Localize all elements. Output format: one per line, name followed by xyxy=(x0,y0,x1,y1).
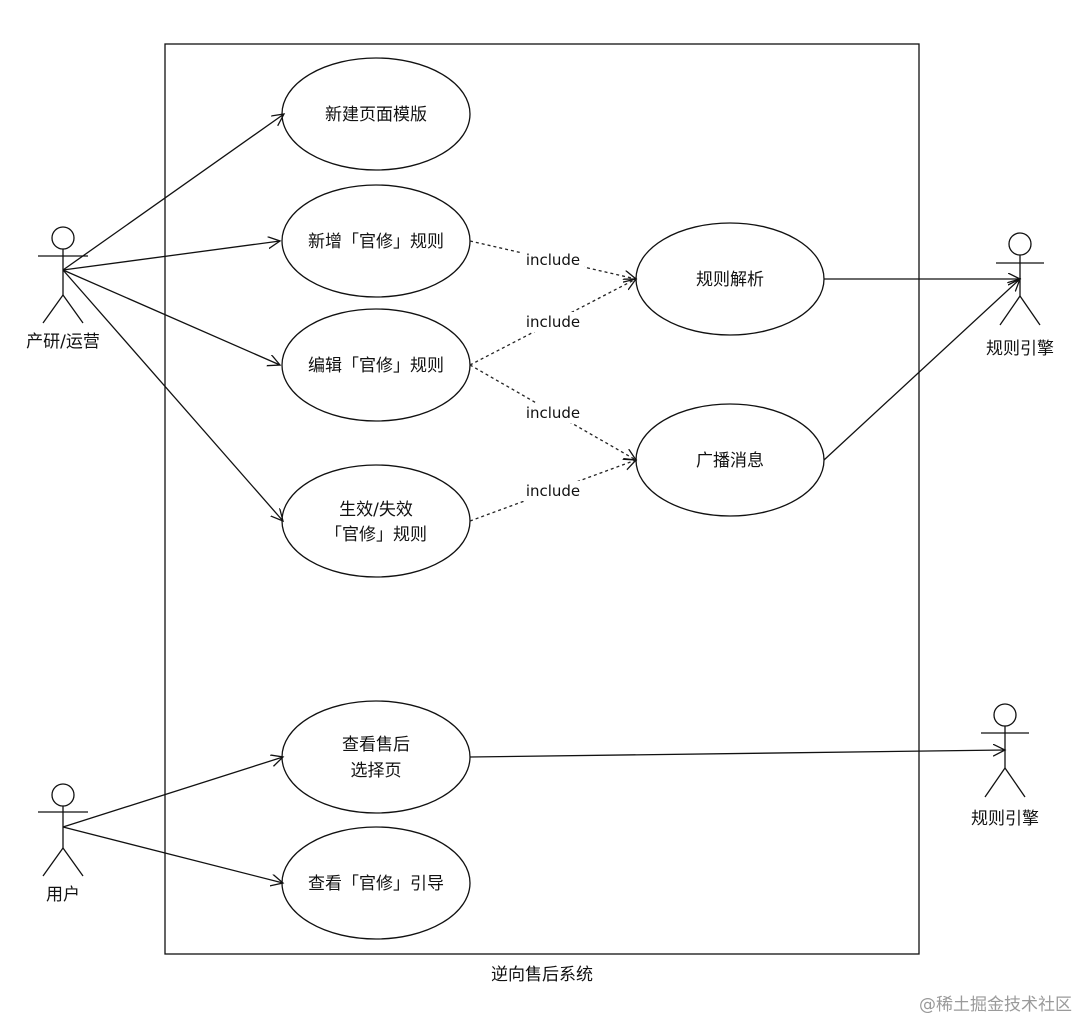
actor-user xyxy=(38,783,88,877)
assoc-broadcast-engine xyxy=(823,279,1020,461)
actor-rule-engine-top xyxy=(996,232,1044,326)
actor-label-rule-engine-bottom: 规则引擎 xyxy=(971,809,1039,829)
use-case-toggle-rule: 生效/失效 「官修」规则 xyxy=(281,464,471,578)
use-case-rule-parse: 规则解析 xyxy=(635,222,825,336)
assoc-operator-new-template xyxy=(62,114,284,271)
use-case-view-select: 查看售后 选择页 xyxy=(281,700,471,814)
assoc-view-select-engine xyxy=(469,750,1005,758)
svg-text:include: include xyxy=(526,251,580,269)
use-case-label: 编辑「官修」规则 xyxy=(308,356,444,376)
use-case-label: 规则解析 xyxy=(696,270,764,290)
system-label: 逆向售后系统 xyxy=(491,965,593,985)
assoc-operator-edit-rule xyxy=(62,269,280,365)
watermark: @稀土掘金技术社区 xyxy=(919,995,1072,1015)
assoc-user-view-select xyxy=(62,757,283,828)
svg-text:include: include xyxy=(526,313,580,331)
use-case-label: 生效/失效 xyxy=(339,500,413,520)
include-label-2: include xyxy=(522,312,584,332)
assoc-operator-add-rule xyxy=(62,241,280,271)
use-case-label: 选择页 xyxy=(351,761,402,781)
use-case-edit-rule: 编辑「官修」规则 xyxy=(281,308,471,422)
system-boundary xyxy=(164,43,920,955)
include-edit-broadcast xyxy=(469,364,636,460)
include-label-1: include xyxy=(522,249,584,269)
use-case-new-template: 新建页面模版 xyxy=(281,57,471,171)
assoc-operator-toggle-rule xyxy=(62,269,283,521)
use-case-label: 广播消息 xyxy=(696,451,764,471)
use-case-view-guide: 查看「官修」引导 xyxy=(281,826,471,940)
actor-operator xyxy=(38,226,88,324)
use-case-label: 新建页面模版 xyxy=(325,105,427,125)
use-case-broadcast: 广播消息 xyxy=(635,403,825,517)
use-case-label: 查看「官修」引导 xyxy=(308,874,444,894)
assoc-user-view-guide xyxy=(62,826,283,883)
include-label-3: include xyxy=(522,403,584,423)
actor-label-operator: 产研/运营 xyxy=(26,332,100,352)
actor-label-user: 用户 xyxy=(46,885,80,905)
include-label-4: include xyxy=(522,481,584,501)
use-case-label: 新增「官修」规则 xyxy=(308,232,444,252)
use-case-label: 「官修」规则 xyxy=(325,525,427,545)
include-edit-rule-parse xyxy=(469,279,636,366)
svg-text:include: include xyxy=(526,404,580,422)
actor-label-rule-engine-top: 规则引擎 xyxy=(986,339,1054,359)
use-case-add-rule: 新增「官修」规则 xyxy=(281,184,471,298)
use-case-label: 查看售后 xyxy=(342,735,410,755)
svg-text:include: include xyxy=(526,482,580,500)
